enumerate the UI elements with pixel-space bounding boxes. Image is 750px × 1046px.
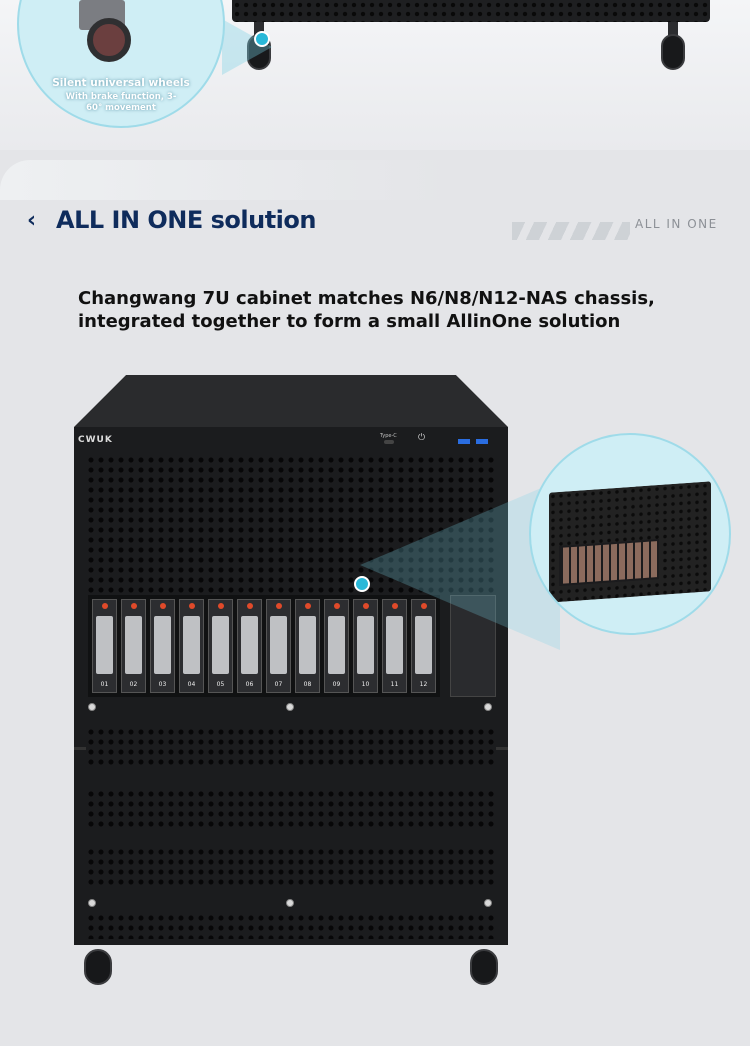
intro-text-line-1: Changwang 7U cabinet matches N6/N8/N12-N… bbox=[78, 288, 655, 309]
caster-wheel-right bbox=[660, 22, 686, 72]
nas-chassis-zoom-bubble bbox=[529, 433, 731, 635]
drive-bay: 08 bbox=[295, 599, 320, 693]
wheel-callout-desc-2: 60° movement bbox=[86, 103, 156, 113]
decorative-stripes bbox=[512, 222, 630, 240]
drive-bay: 02 bbox=[121, 599, 146, 693]
caster-wheel-right bbox=[468, 943, 498, 985]
drive-bay: 06 bbox=[237, 599, 262, 693]
drive-bay: 07 bbox=[266, 599, 291, 693]
screw bbox=[286, 703, 294, 711]
wheel-closeup-image bbox=[79, 0, 131, 62]
vent-panel bbox=[86, 789, 496, 829]
callout-dot bbox=[354, 576, 370, 592]
cabinet-image: CWUK Type-C ⏻ 01 02 03 04 05 06 07 08 09… bbox=[74, 375, 508, 985]
callout-dot bbox=[254, 31, 270, 47]
brand-logo: CWUK bbox=[78, 435, 113, 445]
drive-bay: 12 bbox=[411, 599, 436, 693]
drive-bay: 09 bbox=[324, 599, 349, 693]
drive-bay: 04 bbox=[179, 599, 204, 693]
type-c-port bbox=[384, 440, 394, 444]
drive-bay: 01 bbox=[92, 599, 117, 693]
cabinet-front: CWUK Type-C ⏻ 01 02 03 04 05 06 07 08 09… bbox=[74, 427, 508, 945]
drive-bay: 03 bbox=[150, 599, 175, 693]
nas-chassis-image bbox=[549, 481, 711, 603]
screw bbox=[484, 899, 492, 907]
usb-port-1 bbox=[458, 439, 470, 444]
drive-bay: 05 bbox=[208, 599, 233, 693]
wheel-callout-desc-1: With brake function, 3- bbox=[65, 92, 177, 102]
power-supply-module bbox=[450, 595, 496, 697]
screw bbox=[88, 703, 96, 711]
intro-text-line-2: integrated together to form a small Alli… bbox=[78, 311, 621, 332]
drive-bays: 01 02 03 04 05 06 07 08 09 10 11 12 bbox=[88, 595, 440, 697]
caster-wheel-left bbox=[82, 943, 112, 985]
chevron-left-icon: ‹ bbox=[27, 208, 37, 233]
drive-bay: 11 bbox=[382, 599, 407, 693]
screw bbox=[88, 899, 96, 907]
cabinet-top bbox=[74, 375, 508, 427]
drive-bay: 10 bbox=[353, 599, 378, 693]
section-title: ALL IN ONE solution bbox=[56, 206, 316, 234]
cabinet-bottom bbox=[232, 0, 710, 22]
vent-panel bbox=[86, 847, 496, 885]
all-in-one-section: ‹ ALL IN ONE solution ALL IN ONE Changwa… bbox=[0, 150, 750, 1046]
wheel-detail-panel: Silent universal wheels With brake funct… bbox=[0, 0, 750, 150]
wheel-callout-title: Silent universal wheels bbox=[52, 77, 190, 89]
section-header-bar bbox=[0, 160, 750, 200]
screw bbox=[484, 703, 492, 711]
port-label: Type-C bbox=[380, 433, 397, 439]
wheel-zoom-bubble: Silent universal wheels With brake funct… bbox=[17, 0, 225, 128]
mini-drive-bays bbox=[559, 538, 659, 586]
usb-port-2 bbox=[476, 439, 488, 444]
vent-panel bbox=[86, 727, 496, 765]
section-tag: ALL IN ONE bbox=[635, 217, 718, 231]
vent-panel bbox=[86, 913, 496, 939]
vent-panel bbox=[86, 455, 496, 593]
power-icon: ⏻ bbox=[418, 433, 426, 443]
screw bbox=[286, 899, 294, 907]
